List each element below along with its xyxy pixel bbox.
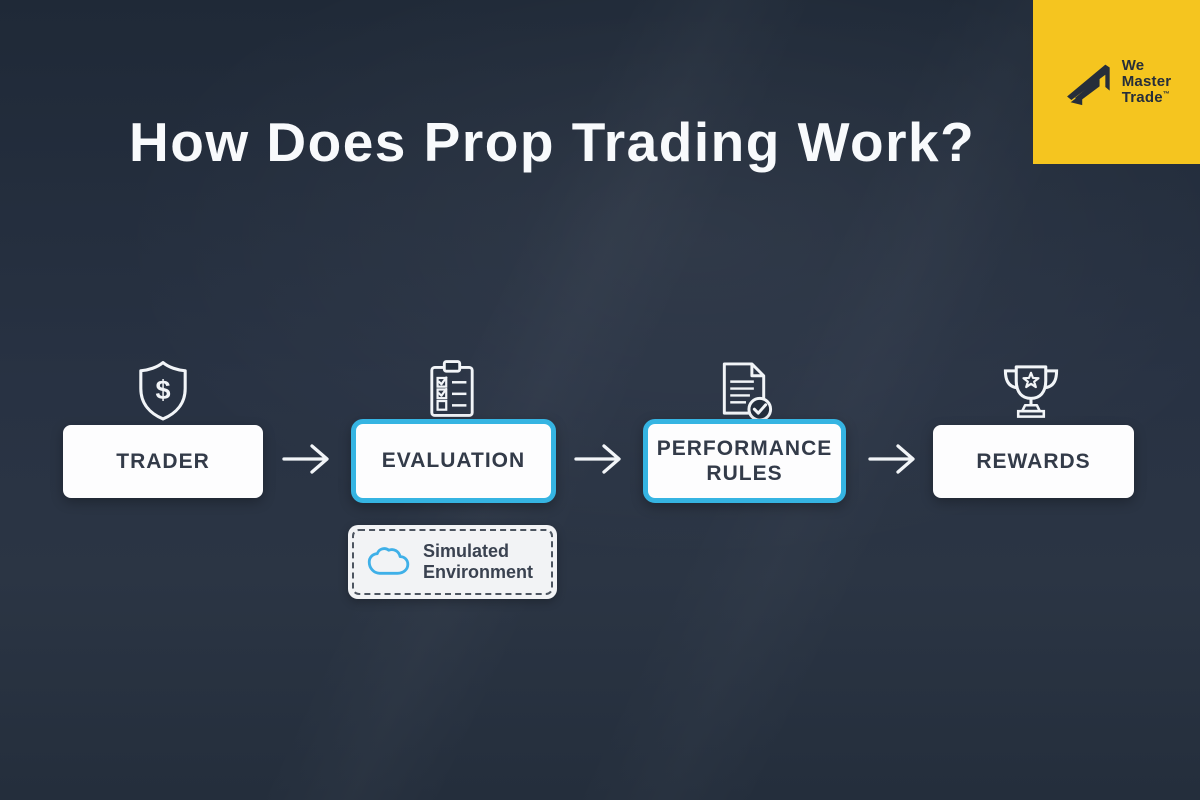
arrow-right-icon bbox=[574, 444, 621, 474]
step-label: EVALUATION bbox=[381, 449, 526, 473]
clipboard-checklist-icon bbox=[430, 360, 474, 417]
arrow-right-icon bbox=[868, 444, 915, 474]
callout-dashed-frame: Simulated Environment bbox=[352, 529, 553, 595]
trademark-symbol: ™ bbox=[1162, 90, 1170, 98]
brand-logo: We Master Trade™ bbox=[1033, 0, 1200, 164]
flow-step-evaluation: EVALUATION bbox=[351, 419, 556, 503]
dollar-glyph: $ bbox=[155, 375, 170, 405]
step-label: PERFORMANCE RULES bbox=[656, 436, 833, 485]
brand-wordmark: We Master Trade™ bbox=[1122, 58, 1172, 106]
shield-dollar-icon: $ bbox=[139, 360, 187, 421]
brand-word: Master bbox=[1121, 73, 1172, 91]
arrow-right-icon bbox=[282, 444, 329, 474]
trophy-icon bbox=[1003, 365, 1059, 418]
flow-step-trader: TRADER bbox=[63, 425, 263, 498]
step-label: REWARDS bbox=[976, 449, 1091, 473]
brand-word: We bbox=[1121, 57, 1145, 75]
step-label: TRADER bbox=[116, 449, 210, 473]
document-check-icon bbox=[722, 362, 773, 422]
cloud-icon bbox=[367, 547, 410, 575]
callout-label: Simulated Environment bbox=[423, 540, 534, 582]
brand-word: Trade™ bbox=[1121, 88, 1170, 106]
wemastertrade-arrow-icon bbox=[1066, 64, 1110, 106]
flow-step-performance-rules: PERFORMANCE RULES bbox=[643, 419, 846, 503]
page-title: How Does Prop Trading Work? bbox=[129, 111, 976, 173]
flow-step-rewards: REWARDS bbox=[933, 425, 1134, 498]
simulated-environment-callout: Simulated Environment bbox=[348, 525, 557, 599]
